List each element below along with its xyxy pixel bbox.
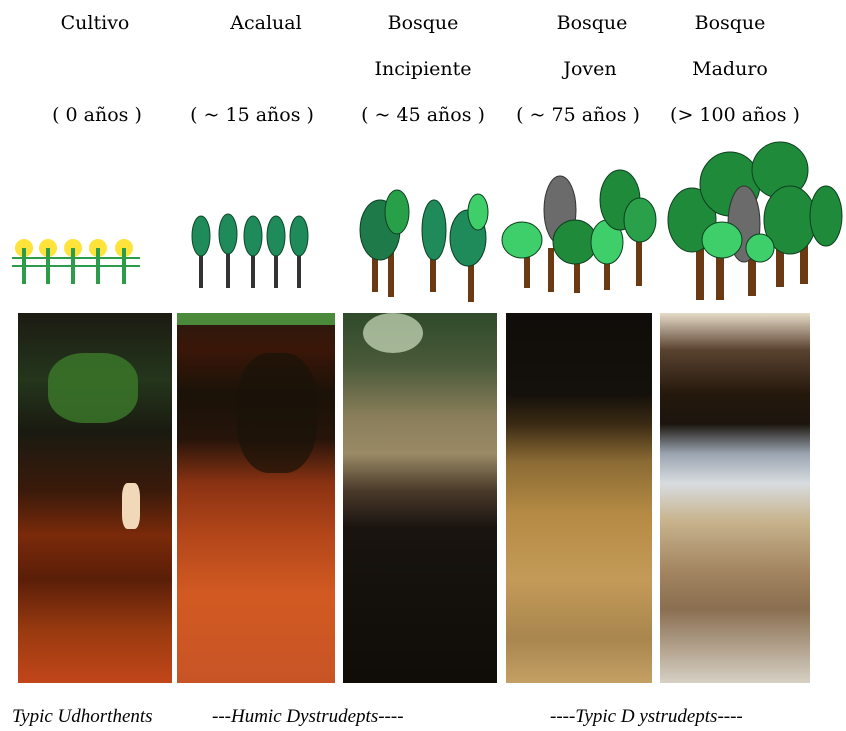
incipient-forest-icon xyxy=(360,190,488,302)
stage-title-bosque-incipiente: Bosque xyxy=(388,12,459,34)
soil-profile-bosque-incipiente xyxy=(343,313,497,683)
stage-age-joven: ( ~ 75 años ) xyxy=(516,104,640,126)
stage-age-incipiente: ( ~ 45 años ) xyxy=(361,104,485,126)
stage-title-cultivo: Cultivo xyxy=(61,12,130,34)
stage-subtitle-joven: Joven xyxy=(563,58,616,80)
stage-age-acalual: ( ~ 15 años ) xyxy=(190,104,314,126)
stage-title-bosque-maduro: Bosque xyxy=(695,12,766,34)
soil-profile-cultivo xyxy=(18,313,172,683)
vegetation-illustration xyxy=(0,130,846,310)
soil-profile-bosque-maduro xyxy=(660,313,810,683)
stage-subtitle-maduro: Maduro xyxy=(692,58,768,80)
soil-profile-bosque-joven xyxy=(506,313,652,683)
stage-title-bosque-joven: Bosque xyxy=(557,12,628,34)
soil-class-humic-dystrudepts: ---Humic Dystrudepts---- xyxy=(212,706,404,728)
stage-subtitle-incipiente: Incipiente xyxy=(374,58,471,80)
young-tree-icon xyxy=(192,214,308,288)
stage-age-cultivo: ( 0 años ) xyxy=(52,104,142,126)
soil-class-typic-udhorthents: Typic Udhorthents xyxy=(12,706,153,728)
soil-class-typic-dystrudepts: ----Typic D ystrudepts---- xyxy=(550,706,743,728)
crop-row-icon xyxy=(12,239,140,284)
mature-forest-icon xyxy=(668,142,842,300)
stage-age-maduro: (> 100 años ) xyxy=(670,104,800,126)
soil-profile-acalual xyxy=(177,313,335,683)
young-forest-icon xyxy=(502,170,656,293)
stage-title-acalual: Acalual xyxy=(230,12,301,34)
